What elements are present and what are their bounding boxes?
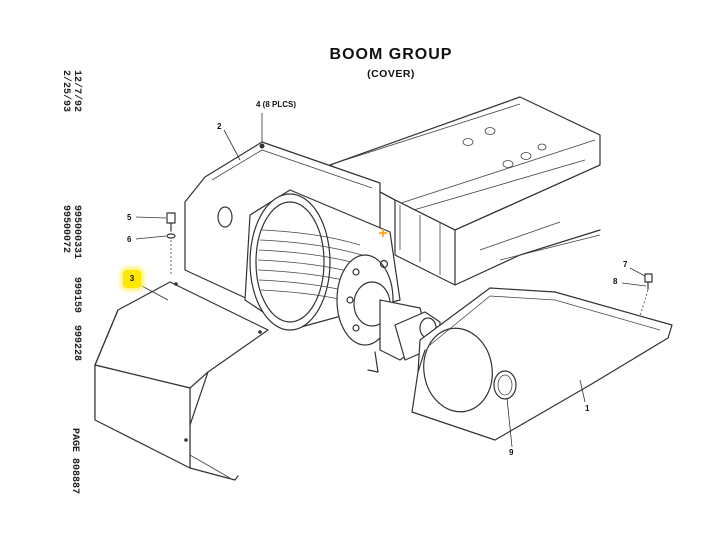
callout-1: 1 <box>585 404 590 413</box>
callout-4: 4 (8 PLCS) <box>256 100 297 109</box>
diagram-title: BOOM GROUP <box>329 46 453 63</box>
callout-3-highlighted: 3 <box>123 270 141 288</box>
fastener-7-8 <box>639 273 653 317</box>
callout-8: 8 <box>613 277 618 286</box>
leader-lines <box>135 113 647 448</box>
callout-5: 5 <box>127 213 132 222</box>
diagram-subtitle: (COVER) <box>367 68 415 80</box>
cover-panel-3 <box>94 281 269 481</box>
callout-2: 2 <box>217 122 222 131</box>
page-number: PAGE 808887 <box>69 428 80 495</box>
callout-6: 6 <box>127 235 132 244</box>
fastener-5-6 <box>166 212 176 275</box>
winch-drum <box>244 189 441 373</box>
cover-panel-1 <box>411 287 673 441</box>
callout-9: 9 <box>509 448 514 457</box>
part-number-list: 995000331 999159 999228 99500072 <box>60 205 82 362</box>
position-marker <box>379 229 387 237</box>
callout-7: 7 <box>623 260 628 269</box>
revision-dates: 12/7/92 2/25/93 <box>60 70 82 113</box>
boom-frame <box>329 96 601 286</box>
